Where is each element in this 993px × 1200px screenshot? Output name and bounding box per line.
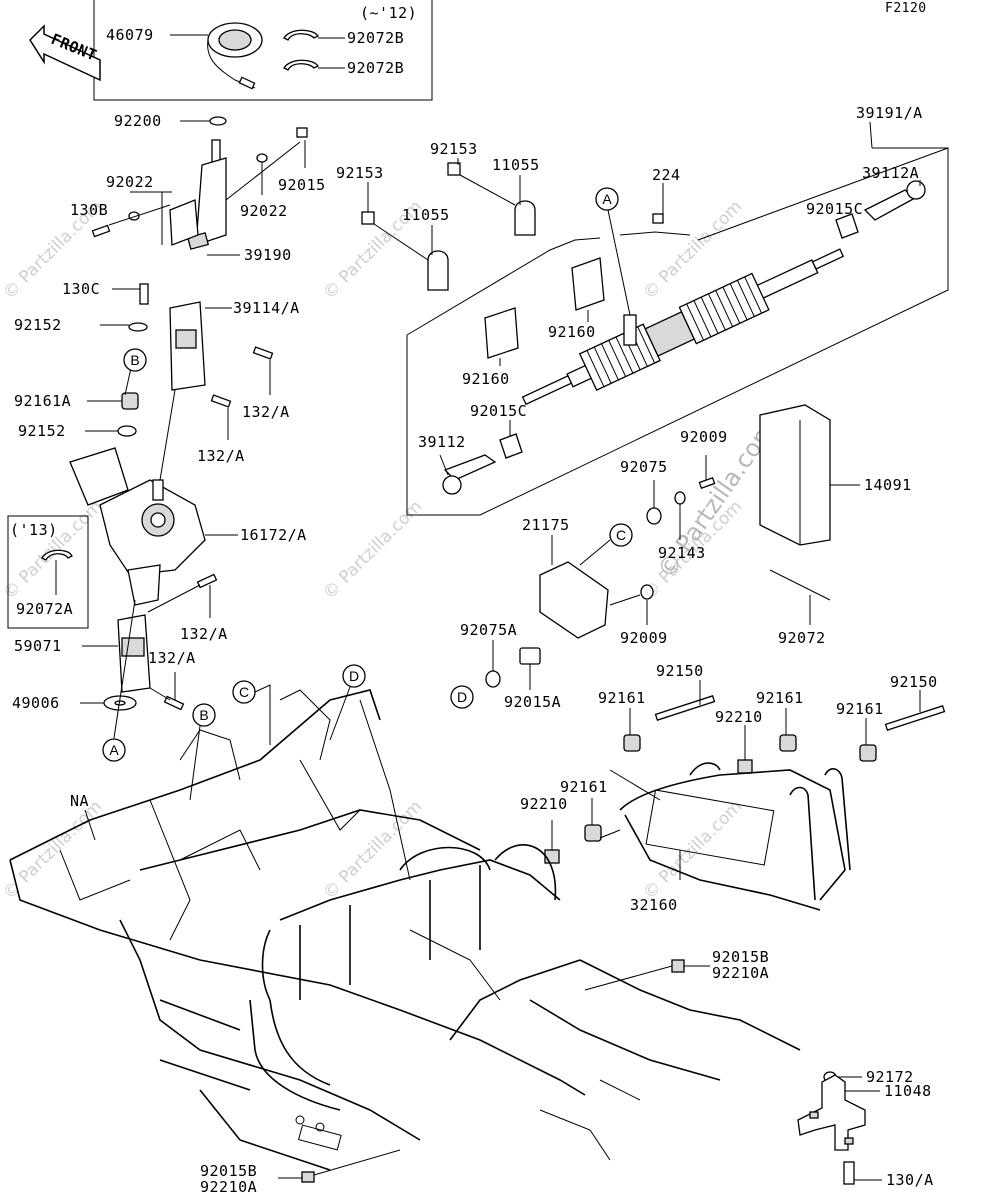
label-92072A: 92072A: [16, 600, 73, 618]
label-39114A: 39114/A: [233, 299, 300, 317]
front-arrow-icon: FRONT: [29, 24, 101, 82]
watermark: © Partzilla.com: [0, 497, 106, 604]
rack-frame: [406, 147, 949, 516]
label-130B: 130B: [70, 201, 108, 219]
label-92015A: 92015A: [504, 693, 561, 711]
label-39191A: 39191/A: [856, 104, 923, 122]
label-92015B-2: 92015B: [200, 1162, 257, 1180]
main-frame: NA B C D: [9, 664, 801, 1171]
steering-rack-assembly: 39191/A A 224 39112A 92015C: [336, 104, 949, 516]
label-92210-2: 92210: [520, 795, 568, 813]
label-92072: 92072: [778, 629, 826, 647]
label-92150-2: 92150: [890, 673, 938, 691]
callout-a: A: [109, 742, 119, 758]
watermark: © Partzilla.com: [639, 797, 746, 904]
label-132A-3: 132/A: [180, 625, 228, 643]
label-92210-1: 92210: [715, 708, 763, 726]
label-92015C-1: 92015C: [806, 200, 863, 218]
label-32160: 32160: [630, 896, 678, 914]
watermark: © Partzilla.com: [0, 797, 106, 904]
figure-code: F2120: [885, 1, 927, 16]
label-92153-1: 92153: [430, 140, 478, 158]
callout-d-frame: D: [349, 668, 359, 684]
label-130A: 130/A: [886, 1171, 934, 1189]
label-39112: 39112: [418, 433, 466, 451]
label-59071: 59071: [14, 637, 62, 655]
callout-b: B: [130, 352, 139, 368]
label-92210A-2: 92210A: [200, 1178, 257, 1196]
label-46079: 46079: [106, 26, 154, 44]
label-92161A: 92161A: [14, 392, 71, 410]
label-92072B-2: 92072B: [347, 59, 404, 77]
label-92072B-1: 92072B: [347, 29, 404, 47]
label-92152-1: 92152: [14, 316, 62, 334]
label-92160-1: 92160: [548, 323, 596, 341]
inset-note-upto12: (~'12): [360, 4, 417, 22]
label-92075A: 92075A: [460, 621, 517, 639]
label-92160-2: 92160: [462, 370, 510, 388]
label-92210A-1: 92210A: [712, 964, 769, 982]
meter-part: [207, 22, 263, 90]
label-11048: 11048: [884, 1082, 932, 1100]
label-92022-2: 92022: [240, 202, 288, 220]
ecu-assembly: 14091 92072 21175 92009 92075 92143 C 92…: [450, 404, 912, 711]
label-21175: 21175: [522, 516, 570, 534]
callout-c-frame: C: [239, 684, 249, 700]
label-92200: 92200: [114, 112, 162, 130]
label-92143: 92143: [658, 544, 706, 562]
inset-meter: FRONT 46079 (~'12) 92072B 92072B: [29, 0, 433, 101]
label-92075: 92075: [620, 458, 668, 476]
label-92022-1: 92022: [106, 173, 154, 191]
label-224: 224: [652, 166, 681, 184]
watermark: © Partzilla.com: [319, 497, 426, 604]
callout-c: C: [616, 527, 626, 543]
label-11055-2: 11055: [402, 206, 450, 224]
label-11055-1: 11055: [492, 156, 540, 174]
label-92009-2: 92009: [620, 629, 668, 647]
label-130C: 130C: [62, 280, 100, 298]
steering-column: 92200 39190 92022 130B 92022 92015 130C: [7, 112, 326, 739]
label-132A-1: 132/A: [242, 403, 290, 421]
front-guard-assembly: 92150 92150 92161 92161 92161 92161 9221…: [520, 662, 946, 914]
label-NA: NA: [70, 792, 89, 810]
label-92172: 92172: [866, 1068, 914, 1086]
label-92161-4: 92161: [560, 778, 608, 796]
label-92152-2: 92152: [18, 422, 66, 440]
inset-note-from13: ('13): [10, 521, 58, 539]
label-39112A: 39112A: [862, 164, 919, 182]
label-132A-2: 132/A: [197, 447, 245, 465]
label-92161-2: 92161: [756, 689, 804, 707]
callout-a-rack: A: [602, 191, 612, 207]
label-92015C-2: 92015C: [470, 402, 527, 420]
label-92161-1: 92161: [598, 689, 646, 707]
label-92015: 92015: [278, 176, 326, 194]
label-92150-1: 92150: [656, 662, 704, 680]
label-16172A: 16172/A: [240, 526, 307, 544]
label-132A-4: 132/A: [148, 649, 196, 667]
label-49006: 49006: [12, 694, 60, 712]
callout-b-frame: B: [199, 707, 208, 723]
bottom-right-parts: 92015B 92210A 92172 11048 130/A 92015B 9…: [200, 948, 934, 1196]
callout-b-upper: B: [123, 348, 147, 372]
inset-13-frame: [7, 515, 89, 629]
label-14091: 14091: [864, 476, 912, 494]
callout-a-left: A: [102, 738, 126, 762]
callout-d: D: [457, 689, 467, 705]
inset-frame: [93, 0, 433, 101]
label-92161-3: 92161: [836, 700, 884, 718]
label-39190: 39190: [244, 246, 292, 264]
label-92009-1: 92009: [680, 428, 728, 446]
label-92153-2: 92153: [336, 164, 384, 182]
label-92015B-1: 92015B: [712, 948, 769, 966]
